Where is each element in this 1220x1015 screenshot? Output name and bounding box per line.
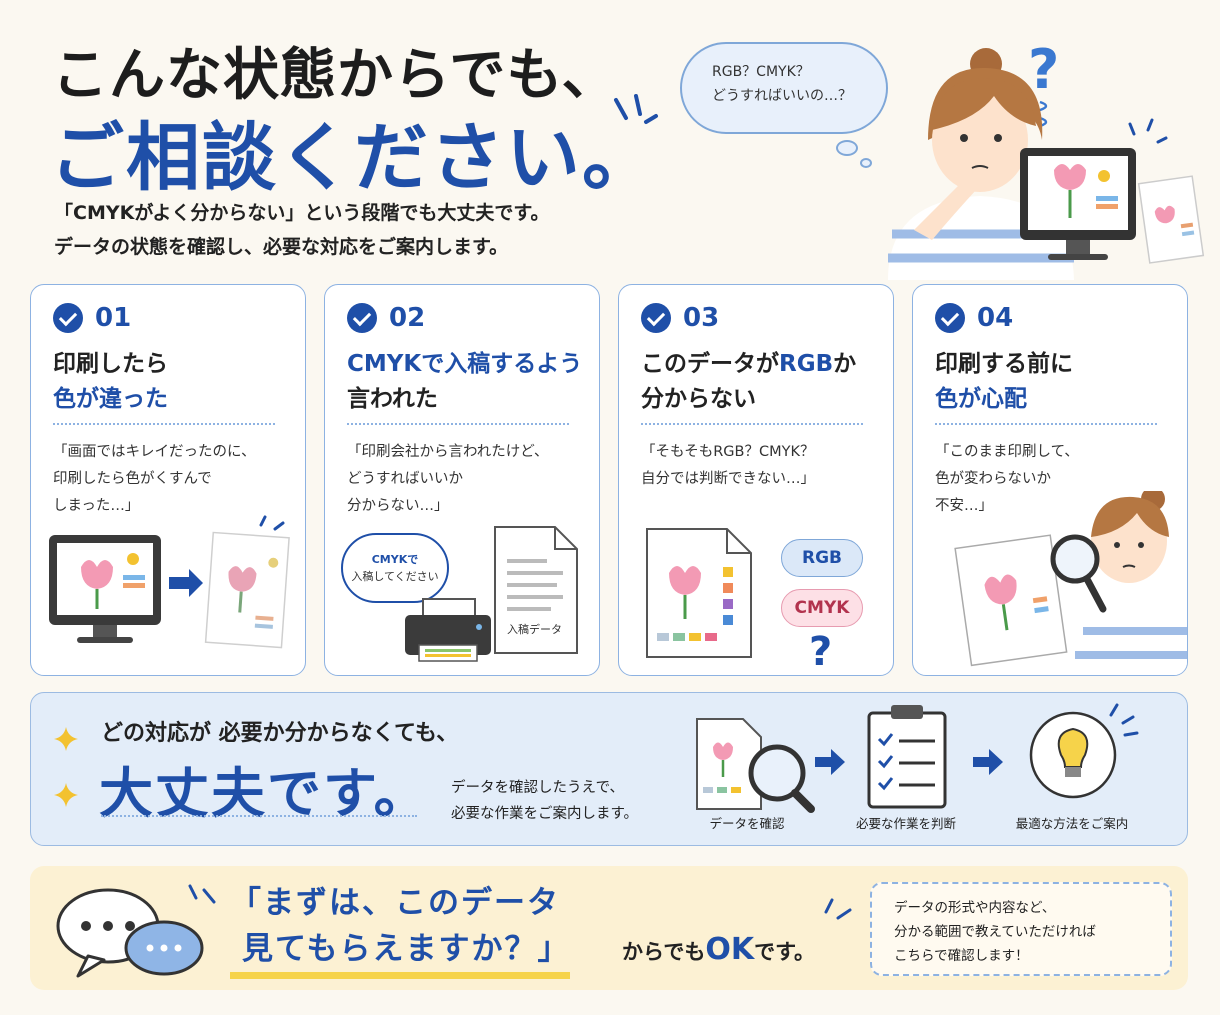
check-icon: [347, 303, 377, 333]
emphasis-lines-icon: [614, 94, 658, 124]
problem-card-03: 03 このデータがRGBか分からない 「そもそもRGB？CMYK？自分では判断で…: [618, 284, 894, 676]
card-heading: このデータがRGBか分からない: [641, 351, 857, 412]
thought-dot: [836, 140, 858, 156]
thought-dot: [860, 158, 872, 168]
printer-document-illustration: [405, 526, 578, 662]
card-number: 02: [347, 303, 425, 333]
card-number: 04: [935, 303, 1013, 333]
reassurance-big: 大丈夫です。: [99, 762, 430, 825]
chat-icon: [56, 888, 204, 978]
woman-magnifier-illustration: [954, 491, 1187, 675]
card-heading: 印刷したら色が違った: [53, 351, 168, 412]
data-document-illustration: [646, 528, 752, 658]
cta-panel: 「まずは、このデータ 見てもらえますか？」 からでもOKです。 データの形式や内…: [30, 866, 1188, 990]
cta-tail: からでもOKです。: [622, 932, 816, 967]
thought-bubble: RGB？CMYK？どうすればいいの…？: [680, 42, 888, 134]
reassurance-panel: どの対応が 必要か分からなくても、 大丈夫です。 データを確認したうえで、必要な…: [30, 692, 1188, 846]
check-icon: [53, 303, 83, 333]
sparkle-icon: [54, 727, 78, 807]
arrow-right-icon: [973, 749, 1003, 775]
speech-bubble: CMYKで入稿してください: [341, 533, 449, 603]
tulip-icon: [1054, 164, 1086, 190]
check-icon: [935, 303, 965, 333]
lead-text: 「CMYKがよく分からない」という段階でも大丈夫です。データの状態を確認し、必要…: [54, 202, 550, 258]
problem-card-02: 02 CMYKで入稿するよう言われた 「印刷会社から言われたけど、どうすればいい…: [324, 284, 600, 676]
card-heading: 印刷する前に色が心配: [935, 351, 1073, 412]
card-description: 「このまま印刷して、色が変わらないか不安…」: [935, 444, 1079, 514]
tulip-icon: [81, 560, 113, 589]
problem-card-04: 04 印刷する前に色が心配 「このまま印刷して、色が変わらないか不安…」: [912, 284, 1188, 676]
thinking-woman-illustration: ?: [888, 38, 1205, 280]
reassurance-sub: データを確認したうえで、必要な作業をご案内します。: [451, 780, 639, 822]
rgb-pill: RGB: [781, 539, 863, 577]
card-description: 「画面ではキレイだったのに、印刷したら色がくすんでしまった…」: [53, 444, 256, 514]
cmyk-pill: CMYK: [781, 589, 863, 627]
card-description: 「印刷会社から言われたけど、どうすればいいか分からない…」: [347, 444, 549, 514]
cta-quote: 「まずは、このデータ 見てもらえますか？」: [230, 880, 571, 979]
headline-line1: こんな状態からでも、: [52, 43, 619, 108]
emphasis-lines-icon: [824, 898, 852, 920]
document-icon: [494, 526, 578, 654]
card-number: 03: [641, 303, 719, 333]
card-description: 「そもそもRGB？CMYK？自分では判断できない…」: [641, 444, 815, 487]
step-label-1: データを確認: [709, 816, 785, 831]
magnifier-icon: [1050, 534, 1100, 584]
reassurance-lead: どの対応が 必要か分からなくても、: [101, 721, 459, 746]
tulip-icon: [669, 566, 701, 595]
card-number: 01: [53, 303, 131, 333]
step-label-3: 最適な方法をご案内: [1015, 816, 1129, 831]
cta-note: データの形式や内容など、分かる範囲で教えていただければこちらで確認します！: [870, 882, 1172, 976]
clipboard-icon: [867, 705, 947, 809]
lightbulb-icon: [1029, 703, 1139, 799]
question-icon: ?: [1028, 38, 1059, 101]
check-icon: [641, 303, 671, 333]
headline-line2: ご相談ください。: [50, 115, 658, 201]
arrow-right-icon: [815, 749, 845, 775]
step-label-2: 必要な作業を判断: [855, 816, 956, 831]
card-heading: CMYKで入稿するよう言われた: [347, 351, 583, 412]
magnifier-icon: [748, 744, 806, 802]
question-icon: ?: [809, 629, 833, 675]
monitor-to-print-illustration: [49, 515, 290, 649]
emphasis-lines-icon: [188, 884, 216, 904]
arrow-right-icon: [169, 569, 203, 597]
check-data-icon: [696, 718, 815, 813]
problem-card-01: 01 印刷したら色が違った 「画面ではキレイだったのに、印刷したら色がくすんでし…: [30, 284, 306, 676]
document-label: 入稿データ: [507, 623, 562, 636]
